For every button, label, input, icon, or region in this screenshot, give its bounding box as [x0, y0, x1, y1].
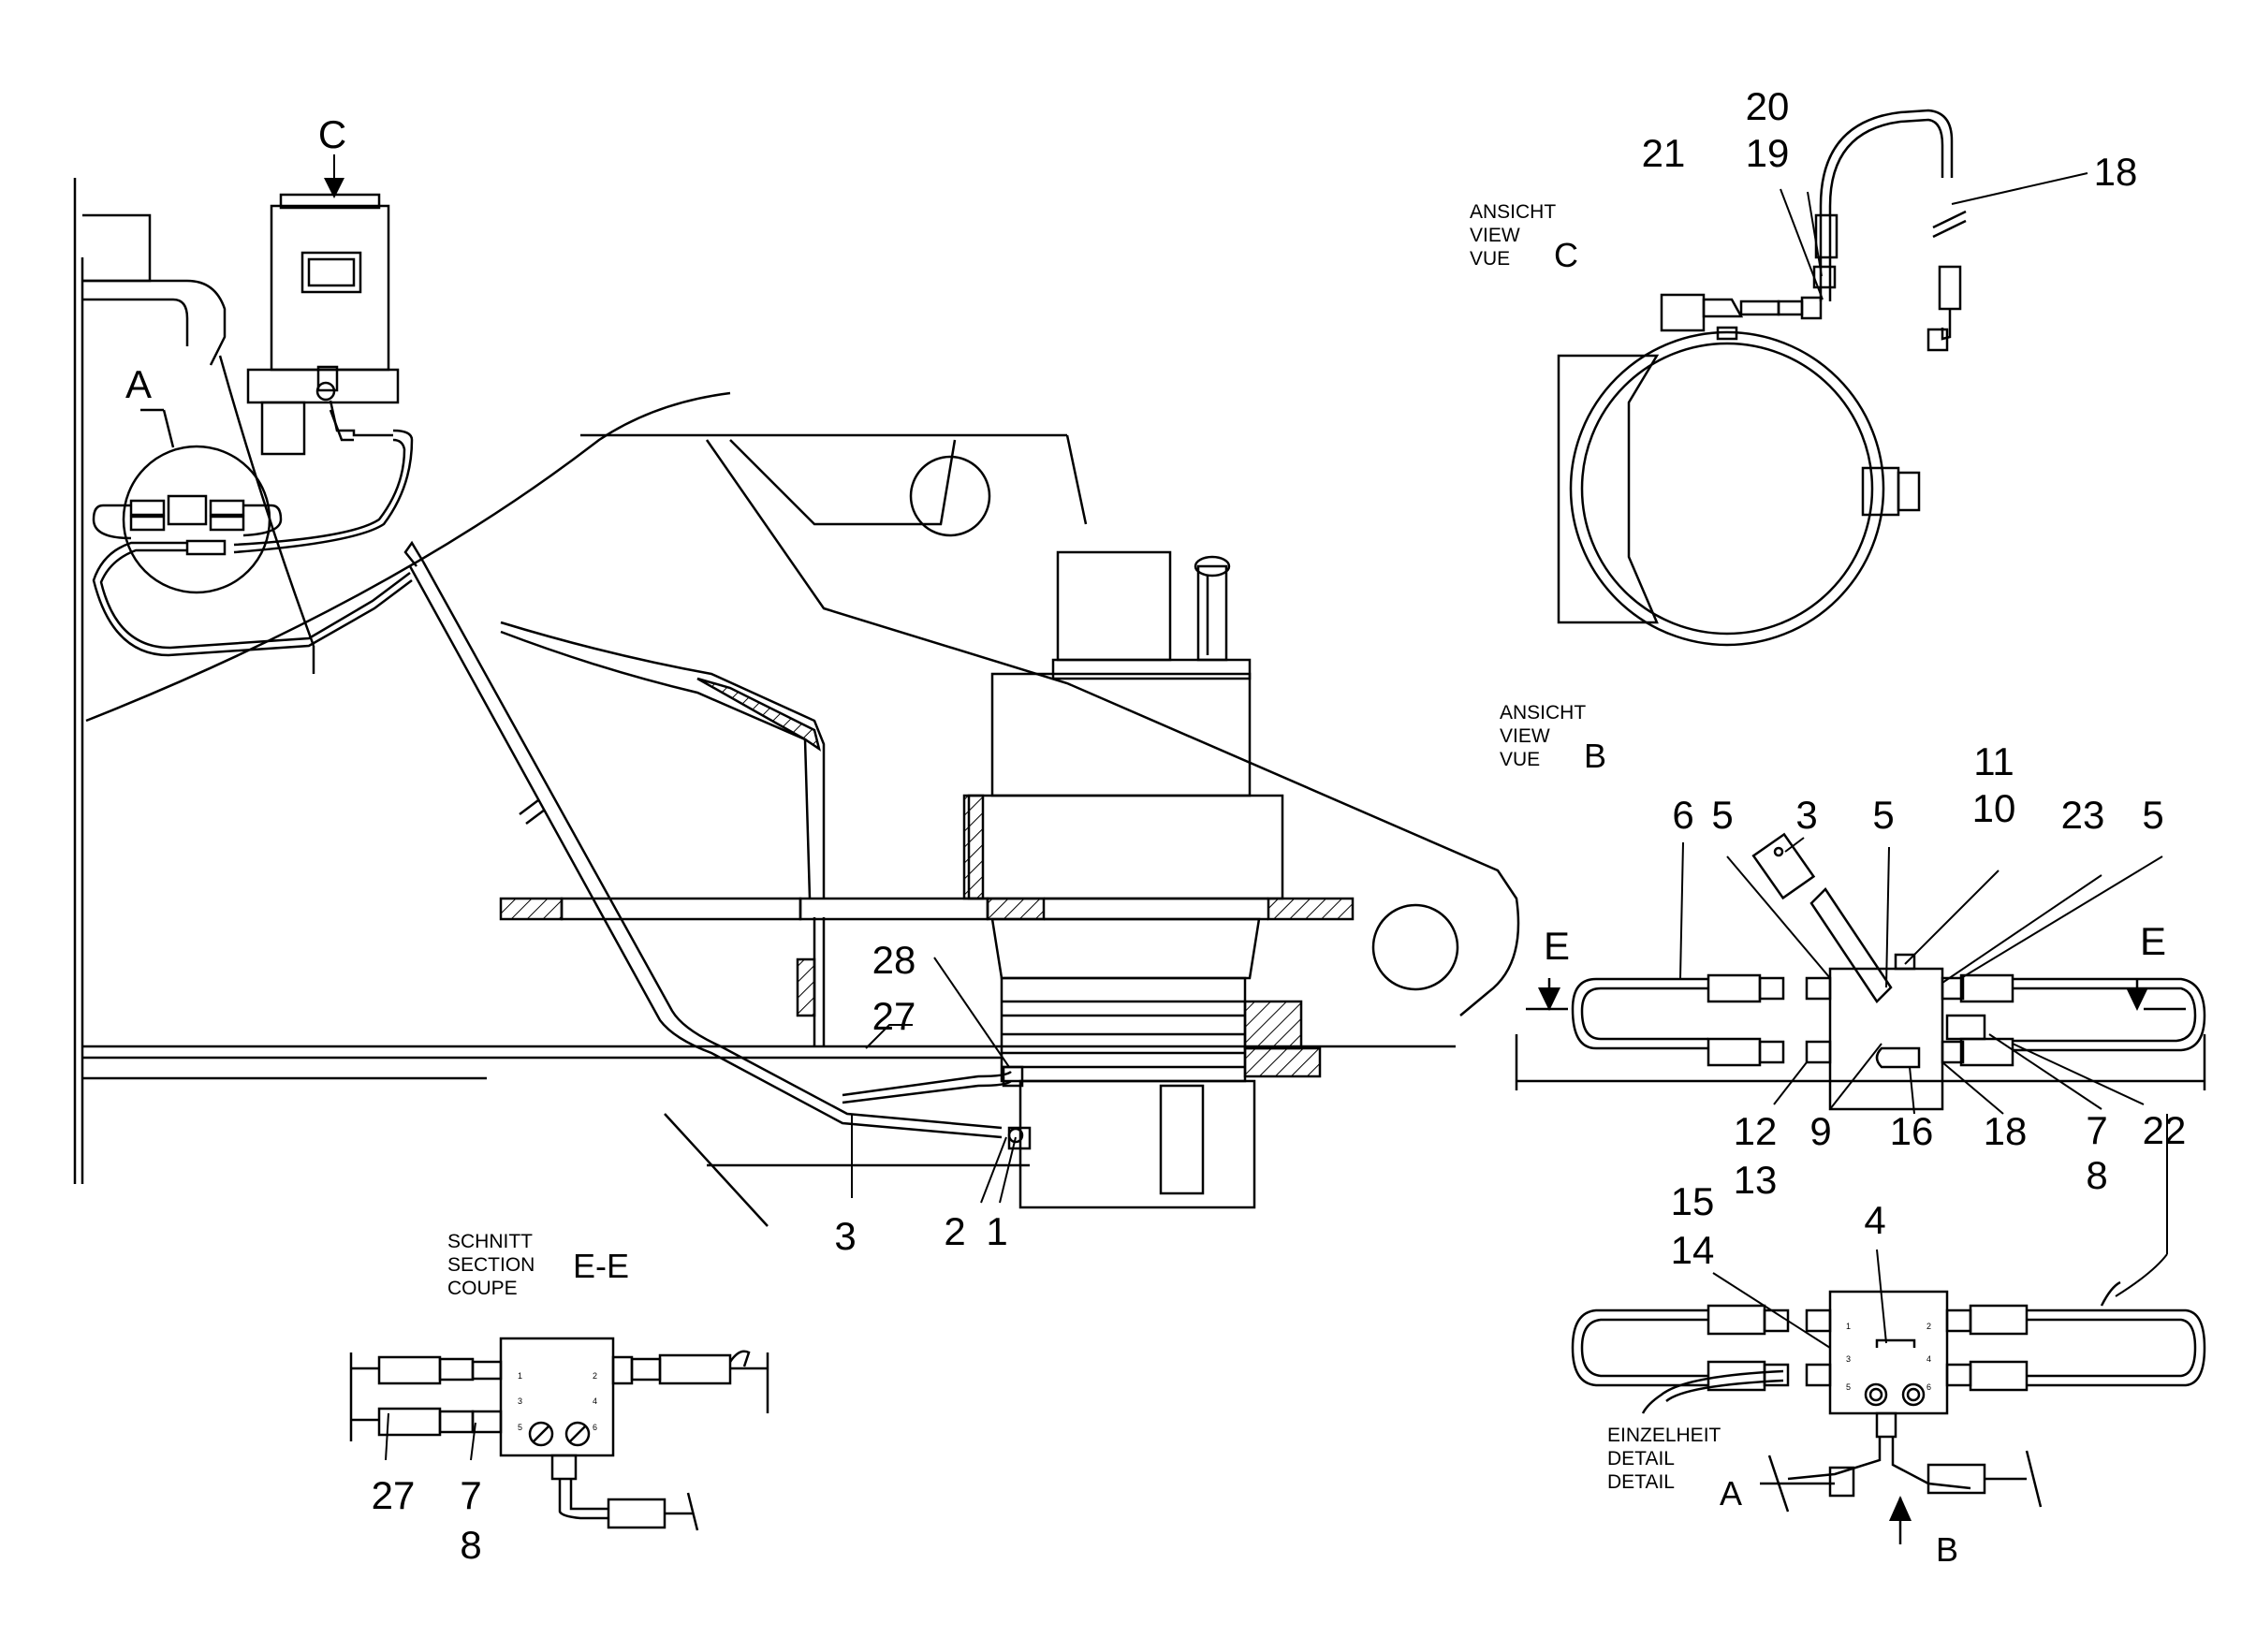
view-c-line-1: ANSICHT: [1470, 201, 1556, 223]
detail-a-line-1: EINZELHEIT: [1607, 1425, 1721, 1446]
callout-4: 4: [1864, 1198, 1885, 1242]
pin-hole-right: [1371, 903, 1459, 991]
callout-20: 20: [1746, 84, 1790, 128]
svg-text:1: 1: [1846, 1322, 1851, 1331]
callout-15: 15: [1671, 1179, 1715, 1223]
svg-text:5: 5: [518, 1423, 522, 1432]
callout-8-ee: 8: [460, 1523, 481, 1567]
callout-23: 23: [2061, 793, 2105, 837]
callout-5-c: 5: [2142, 793, 2163, 837]
port-numbers-ee: 1 2 3 4 5 6: [518, 1371, 597, 1432]
lube-line-27: [842, 1070, 1012, 1097]
detail-a-distributor-block: [1828, 1290, 1949, 1415]
svg-text:3: 3: [518, 1396, 522, 1406]
callout-11: 11: [1973, 739, 2014, 783]
view-b-line-2: VIEW: [1500, 725, 1550, 747]
callout-8-b: 8: [2086, 1153, 2107, 1197]
slew-motor-top: [1056, 550, 1172, 662]
marker-c-arrow: C: [318, 112, 346, 156]
lube-line-3: [408, 565, 1003, 1139]
view-c-hose-18: [1819, 109, 1954, 301]
callout-1: 1: [986, 1209, 1007, 1253]
view-c-cylinder: [1569, 330, 1885, 647]
view-b-line-1: ANSICHT: [1500, 702, 1586, 724]
view-b-letter: B: [1584, 737, 1606, 775]
slew-motor-body: [990, 672, 1252, 797]
svg-text:4: 4: [593, 1396, 597, 1406]
section-ee: [349, 1337, 769, 1531]
callout-28: 28: [872, 938, 916, 982]
pump-window: [300, 251, 362, 294]
grease-fitting-1: [1007, 1127, 1024, 1144]
pin-hole-upper: [909, 455, 991, 537]
callout-27: 27: [872, 994, 916, 1038]
svg-text:6: 6: [593, 1423, 597, 1432]
callout-10: 10: [1972, 786, 2016, 830]
detail-a-letter: A: [1720, 1474, 1742, 1513]
callout-13: 13: [1734, 1158, 1778, 1202]
view-c: [1557, 109, 1967, 647]
callout-12: 12: [1734, 1109, 1778, 1153]
callout-3: 3: [834, 1214, 856, 1258]
view-c-line-2: VIEW: [1470, 225, 1520, 246]
detail-a-circle: [122, 445, 271, 594]
breather: [1196, 564, 1228, 662]
grease-pump-assembly: [92, 193, 414, 657]
section-arrows-e: [1538, 978, 2148, 1011]
marker-e-left: E: [1544, 924, 1570, 968]
callout-19: 19: [1746, 131, 1790, 175]
text-layer: C A 28 27 3 2 1 ANSICHT VIEW VUE C 20 21…: [125, 84, 2186, 1569]
section-ee-line-2: SECTION: [447, 1254, 535, 1276]
svg-text:4: 4: [1926, 1354, 1931, 1364]
svg-text:5: 5: [1846, 1382, 1851, 1392]
callout-18-b: 18: [1984, 1109, 2028, 1153]
view-b-line-3: VUE: [1500, 749, 1540, 770]
detail-a-line-2: DETAIL: [1607, 1448, 1675, 1469]
svg-text:3: 3: [1846, 1354, 1851, 1364]
port-numbers-detail-a: 1 2 3 4 5 6: [1846, 1322, 1931, 1392]
leader-lines: [333, 154, 2168, 1461]
section-ee-letter: E-E: [573, 1247, 629, 1285]
view-c-letter: C: [1554, 236, 1578, 274]
boom-outline: [705, 439, 1520, 1016]
callout-27-ee: 27: [372, 1473, 416, 1517]
callout-9: 9: [1809, 1109, 1831, 1153]
callout-22: 22: [2143, 1108, 2187, 1152]
view-c-line-3: VUE: [1470, 248, 1510, 270]
svg-text:1: 1: [518, 1371, 522, 1381]
svg-text:2: 2: [1926, 1322, 1931, 1331]
svg-text:2: 2: [593, 1371, 597, 1381]
main-assembly-view: [73, 178, 1520, 1227]
detail-a: [1571, 1280, 2206, 1513]
callout-5-a: 5: [1711, 793, 1733, 837]
section-ee-line-3: COUPE: [447, 1278, 518, 1299]
callout-14: 14: [1671, 1228, 1715, 1272]
b-arrow: [1889, 1496, 1912, 1544]
gear-housing: [1000, 976, 1247, 1083]
marker-a: A: [125, 362, 152, 406]
callout-3-b: 3: [1795, 793, 1817, 837]
callout-5-b: 5: [1872, 793, 1894, 837]
marker-b-arrow: B: [1936, 1530, 1958, 1569]
callout-6: 6: [1672, 793, 1693, 837]
arrow-down-icon: [324, 178, 344, 198]
detail-a-line-3: DETAIL: [1607, 1471, 1675, 1493]
callout-7-b: 7: [2086, 1108, 2107, 1152]
callout-7-ee: 7: [460, 1473, 481, 1517]
callout-21: 21: [1642, 131, 1686, 175]
callout-18-c: 18: [2094, 150, 2138, 194]
callout-16: 16: [1890, 1109, 1934, 1153]
pump-reservoir: [270, 204, 390, 372]
marker-e-right: E: [2140, 919, 2166, 963]
svg-text:6: 6: [1926, 1382, 1931, 1392]
callout-2: 2: [944, 1209, 965, 1253]
section-ee-line-1: SCHNITT: [447, 1231, 533, 1252]
